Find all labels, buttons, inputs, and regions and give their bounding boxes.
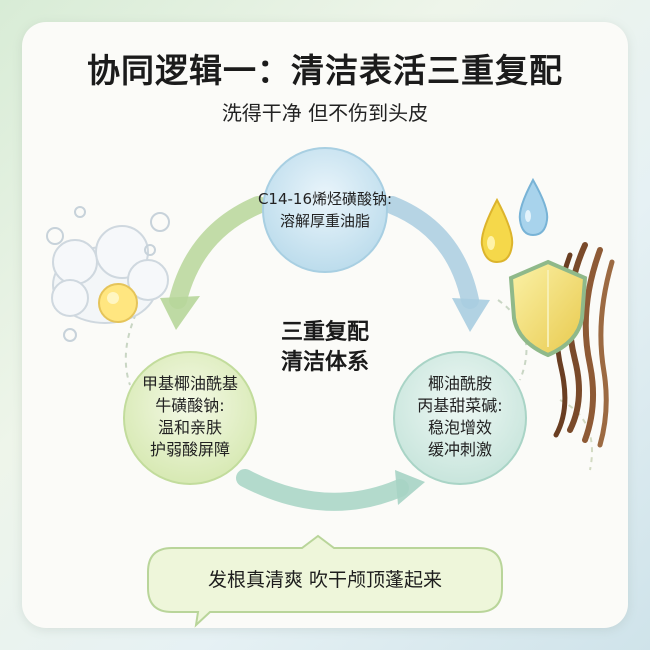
node-top-line2: 溶解厚重油脂 xyxy=(279,212,370,230)
page-subtitle: 洗得干净 但不伤到头皮 xyxy=(221,101,429,125)
node-left-line4: 护弱酸屏障 xyxy=(149,440,230,459)
footer-speech-bubble xyxy=(147,534,503,628)
node-right-line1: 椰油酰胺 xyxy=(427,374,492,393)
node-right-line4: 缓冲刺激 xyxy=(427,440,492,459)
node-top-label: C14-16烯烃磺酸钠: 溶解厚重油脂 xyxy=(245,188,405,232)
foam-bubbles-icon xyxy=(46,206,170,342)
arrow-top-to-left xyxy=(169,196,267,309)
dashed-connector-right-low xyxy=(559,399,593,471)
node-right-line2: 丙基甜菜碱: xyxy=(417,396,503,415)
center-line1: 三重复配 xyxy=(280,320,369,345)
arrow-left-to-right xyxy=(236,469,409,511)
node-right-label: 椰油酰胺 丙基甜菜碱: 稳泡增效 缓冲刺激 xyxy=(390,373,530,461)
node-right-circle xyxy=(393,351,527,485)
page-title: 协同逻辑一：清洁表活三重复配 xyxy=(87,51,563,90)
oil-drop-icon xyxy=(480,197,514,264)
node-left-line1: 甲基椰油酰基 xyxy=(141,374,238,393)
arrow-head-left xyxy=(160,296,200,330)
footer-bubble-text: 发根真清爽 吹干颅顶蓬起来 xyxy=(207,569,443,591)
node-right-line3: 稳泡增效 xyxy=(427,418,492,437)
node-top-line1: C14-16烯烃磺酸钠: xyxy=(257,190,393,208)
center-line2: 清洁体系 xyxy=(280,350,369,375)
dashed-connector-left xyxy=(124,304,141,386)
shield-icon xyxy=(508,259,588,358)
arrow-head-right xyxy=(452,298,490,332)
center-label: 三重复配 清洁体系 xyxy=(225,318,425,378)
node-left-line3: 温和亲肤 xyxy=(157,418,222,437)
node-left-label: 甲基椰油酰基 牛磺酸钠: 温和亲肤 护弱酸屏障 xyxy=(120,373,260,461)
node-top-circle xyxy=(262,147,388,273)
water-drop-icon xyxy=(518,177,549,237)
arrow-top-to-right xyxy=(383,196,479,309)
arrow-head-bottom xyxy=(395,470,425,505)
node-left-line2: 牛磺酸钠: xyxy=(155,396,225,415)
node-left-circle xyxy=(123,351,257,485)
